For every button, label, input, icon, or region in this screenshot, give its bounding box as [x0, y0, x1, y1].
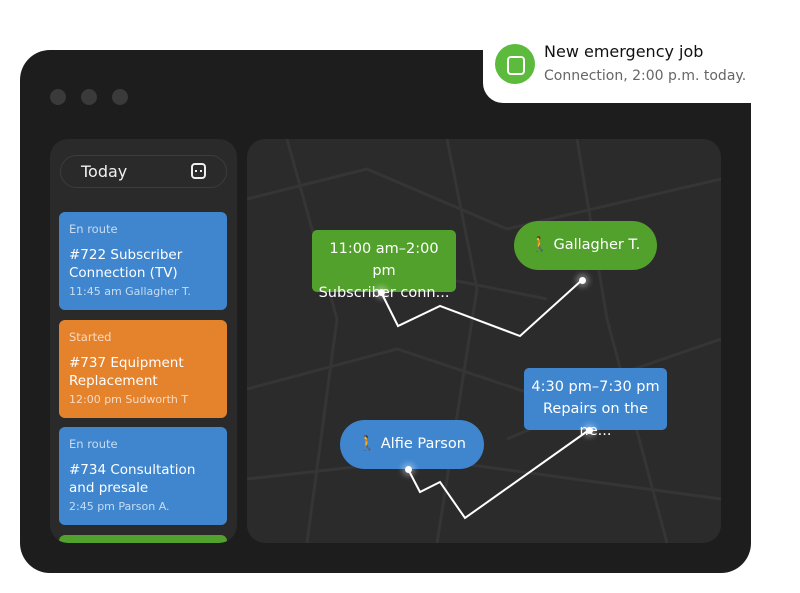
- job-title: #734 Consultation and presale: [69, 462, 196, 496]
- technician-name: Gallagher T.: [553, 237, 641, 253]
- window-control-minimize[interactable]: [81, 89, 97, 105]
- map-pin: [586, 427, 593, 434]
- job-status: En route: [69, 437, 118, 451]
- route-line-1: [380, 279, 583, 338]
- job-title: #737 Equipment Replacement: [69, 355, 184, 389]
- map-streets: [247, 139, 721, 543]
- job-time: 11:00 am–2:00 pm: [329, 241, 439, 279]
- notification-subtitle: Connection, 2:00 p.m. today.: [544, 68, 747, 84]
- route-line-2: [407, 429, 590, 520]
- walking-person-icon: 🚶: [358, 436, 377, 452]
- job-meta: 11:45 am Gallagher T.: [69, 285, 191, 298]
- map-job-marker[interactable]: 4:30 pm–7:30 pm Repairs on the ne...: [524, 368, 667, 439]
- job-meta: 12:00 pm Sudworth T: [69, 393, 189, 406]
- job-status: Started: [69, 330, 112, 344]
- map-pin: [405, 466, 412, 473]
- window-control-close[interactable]: [50, 89, 66, 105]
- job-title: #722 Subscriber Connection (TV): [69, 247, 183, 281]
- job-card[interactable]: Started #737 Equipment Replacement 12:00…: [59, 320, 227, 418]
- job-time: 4:30 pm–7:30 pm: [531, 379, 660, 395]
- map-technician-marker[interactable]: 🚶 Alfie Parson: [340, 420, 484, 469]
- window-control-maximize[interactable]: [112, 89, 128, 105]
- job-card[interactable]: En route #734 Consultation and presale 2…: [59, 427, 227, 525]
- job-status: En route: [69, 222, 118, 236]
- map-technician-marker[interactable]: 🚶 Gallagher T.: [514, 221, 657, 270]
- map-view[interactable]: 11:00 am–2:00 pm Subscriber conn... 🚶 Ga…: [247, 139, 721, 543]
- technician-name: Alfie Parson: [380, 436, 466, 452]
- map-pin: [579, 277, 586, 284]
- date-label: Today: [81, 162, 128, 181]
- job-meta: 2:45 pm Parson A.: [69, 500, 170, 513]
- job-icon: [495, 44, 535, 84]
- job-card[interactable]: En route #722 Subscriber Connection (TV)…: [59, 212, 227, 310]
- notification-title: New emergency job: [544, 42, 704, 61]
- notification-toast[interactable]: New emergency job Connection, 2:00 p.m. …: [483, 24, 783, 103]
- map-pin: [378, 289, 385, 296]
- date-picker[interactable]: Today: [60, 155, 227, 188]
- calendar-icon[interactable]: [191, 163, 206, 179]
- job-desc: Repairs on the ne...: [542, 401, 649, 439]
- walking-person-icon: 🚶: [530, 237, 549, 253]
- job-list-sidebar: Today En route #722 Subscriber Connectio…: [50, 139, 237, 543]
- map-job-marker[interactable]: 11:00 am–2:00 pm Subscriber conn...: [312, 230, 456, 301]
- job-card[interactable]: [59, 535, 227, 543]
